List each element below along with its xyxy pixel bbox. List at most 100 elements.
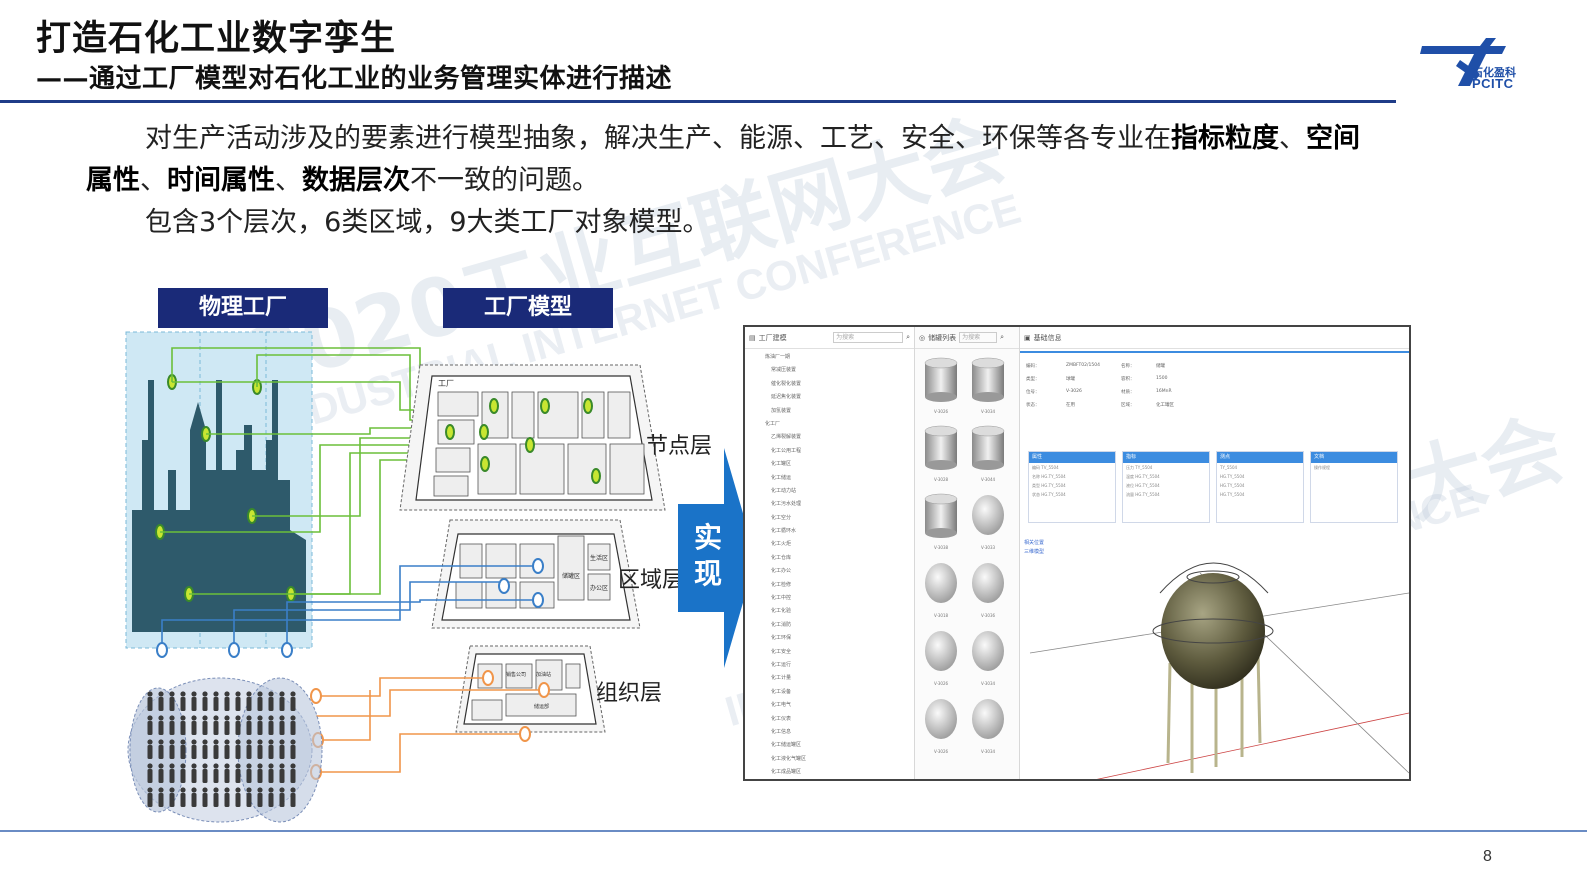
person-figure	[257, 787, 263, 793]
tank-pane-title: 储罐列表	[928, 333, 957, 342]
person-figure	[158, 745, 164, 759]
tank-thumbnail[interactable]: V-3034	[968, 355, 1008, 417]
info-card-row: 液位 HG.TY_5504	[1126, 483, 1160, 488]
tree-item[interactable]: 化工计量	[771, 675, 792, 682]
person-figure	[169, 697, 175, 711]
plant-modeling-app: ▤ 工厂建模 为搜索 ⌕ 炼油厂一期常减压装置催化裂化装置延迟焦化装置加氢装置化…	[743, 325, 1411, 781]
location-link[interactable]: 相关位置	[1024, 540, 1045, 546]
tree-item[interactable]: 化工污水处理	[771, 501, 802, 508]
tree-item[interactable]: 化工储运	[771, 474, 792, 481]
person-figure	[191, 787, 197, 793]
tree-item[interactable]: 化工检修	[771, 581, 792, 588]
person-figure	[224, 763, 230, 769]
tree-item[interactable]: 化工动力站	[771, 487, 797, 494]
info-field-value: 储罐	[1156, 364, 1165, 369]
person-figure	[290, 691, 296, 697]
person-figure	[191, 769, 197, 783]
model-link[interactable]: 三维模型	[1024, 549, 1045, 555]
tree-item[interactable]: 化工空分	[771, 514, 792, 521]
person-figure	[180, 691, 186, 697]
tree-item[interactable]: 化工罐区	[771, 461, 792, 468]
tree-item[interactable]: 化工循环水	[771, 528, 797, 535]
person-figure	[213, 769, 219, 783]
tree-item[interactable]: 化工成品罐区	[771, 769, 802, 776]
tank-icon: ◎	[919, 333, 926, 342]
person-figure	[279, 721, 285, 735]
person-figure	[246, 721, 252, 735]
person-figure	[213, 715, 219, 721]
tank-thumbnail[interactable]: V-3026	[921, 695, 961, 757]
tank-thumbnail[interactable]: V-3034	[968, 695, 1008, 757]
tree-search-input[interactable]: 为搜索	[833, 332, 904, 343]
tree-item[interactable]: 化工环保	[771, 635, 792, 642]
tree-item[interactable]: 化工仓库	[771, 554, 792, 561]
info-card-row: HG.TY_5504	[1220, 492, 1245, 497]
tree-item[interactable]: 化工液化气罐区	[771, 755, 807, 762]
tank-thumbnail[interactable]: V-3033	[968, 491, 1008, 553]
person-figure	[147, 715, 153, 721]
person-figure	[246, 787, 252, 793]
tree-item[interactable]: 化工设备	[771, 688, 792, 695]
person-figure	[191, 763, 197, 769]
tree-item[interactable]: 化工运行	[771, 661, 792, 668]
info-field-label: 材质：	[1121, 390, 1135, 395]
person-figure	[224, 787, 230, 793]
tree-item[interactable]: 化工消防	[771, 621, 792, 628]
body-paragraph-1: 对生产活动涉及的要素进行模型抽象，解决生产、能源、工艺、安全、环保等各专业在指标…	[145, 118, 1360, 160]
tank-thumbnail[interactable]: V-3026	[921, 627, 961, 689]
tree-item[interactable]: 常减压装置	[771, 367, 797, 374]
person-figure	[158, 697, 164, 711]
info-card-row	[1311, 472, 1397, 481]
tree-item[interactable]: 加氢装置	[771, 407, 792, 414]
tree-item[interactable]: 化工电气	[771, 702, 792, 709]
info-field-label: 容积：	[1121, 377, 1135, 382]
tank-thumbnail[interactable]: V-3018	[921, 559, 961, 621]
person-figure	[279, 745, 285, 759]
tree-item[interactable]: 化工中控	[771, 595, 792, 602]
person-figure	[169, 739, 175, 745]
search-icon[interactable]: ⌕	[1000, 333, 1005, 341]
tree-item[interactable]: 延迟焦化装置	[771, 394, 802, 401]
person-figure	[224, 697, 230, 711]
tank-thumbnail[interactable]: V-3038	[921, 491, 961, 553]
plant-tree: 炼油厂一期常减压装置催化裂化装置延迟焦化装置加氢装置化工厂乙烯裂解装置化工公用工…	[745, 349, 914, 782]
tree-item[interactable]: 化工仪表	[771, 715, 792, 722]
person-figure	[257, 745, 263, 759]
tree-item[interactable]: 化工公用工程	[771, 447, 802, 454]
tree-item[interactable]: 化工厂	[765, 420, 781, 427]
person-figure	[169, 787, 175, 793]
person-figure	[180, 721, 186, 735]
tree-item[interactable]: 炼油厂一期	[765, 354, 791, 360]
person-figure	[235, 739, 241, 745]
tree-item[interactable]: 化工火炬	[771, 541, 792, 548]
tank-thumbnail[interactable]: V-3028	[921, 423, 961, 485]
tank-thumbnail[interactable]: V-3036	[968, 559, 1008, 621]
info-card[interactable]: 文档操作规程	[1310, 451, 1398, 523]
tree-item[interactable]: 化工原料罐区	[765, 780, 914, 782]
sphere-tank-3d-view[interactable]	[1020, 533, 1409, 781]
info-field-label: 状态：	[1026, 403, 1040, 408]
person-figure	[279, 769, 285, 783]
tank-thumbnail[interactable]: V-3044	[968, 423, 1008, 485]
tree-item[interactable]: 化工化验	[771, 608, 792, 615]
body-paragraph-3: 包含3个层次，6类区域，9大类工厂对象模型。	[145, 207, 710, 238]
p2-separator: 、	[140, 165, 167, 196]
tank-caption: V-3034	[980, 681, 996, 686]
person-figure	[158, 769, 164, 783]
tree-item[interactable]: 乙烯裂解装置	[771, 434, 802, 441]
tank-thumbnail[interactable]: V-3034	[968, 627, 1008, 689]
tree-item[interactable]: 化工办公	[771, 568, 792, 575]
tree-item[interactable]: 催化裂化装置	[771, 380, 802, 387]
org-block-label: 销售公司	[506, 671, 526, 678]
tank-search-input[interactable]: 为搜索	[959, 332, 998, 343]
tree-item[interactable]: 化工信息	[771, 728, 792, 735]
tank-thumbnail[interactable]: V-3026	[921, 355, 961, 417]
footer-rule	[0, 830, 1587, 832]
tree-item[interactable]: 化工储运罐区	[771, 742, 802, 749]
search-icon[interactable]: ⌕	[906, 333, 910, 341]
tree-item[interactable]: 化工安全	[771, 648, 792, 655]
